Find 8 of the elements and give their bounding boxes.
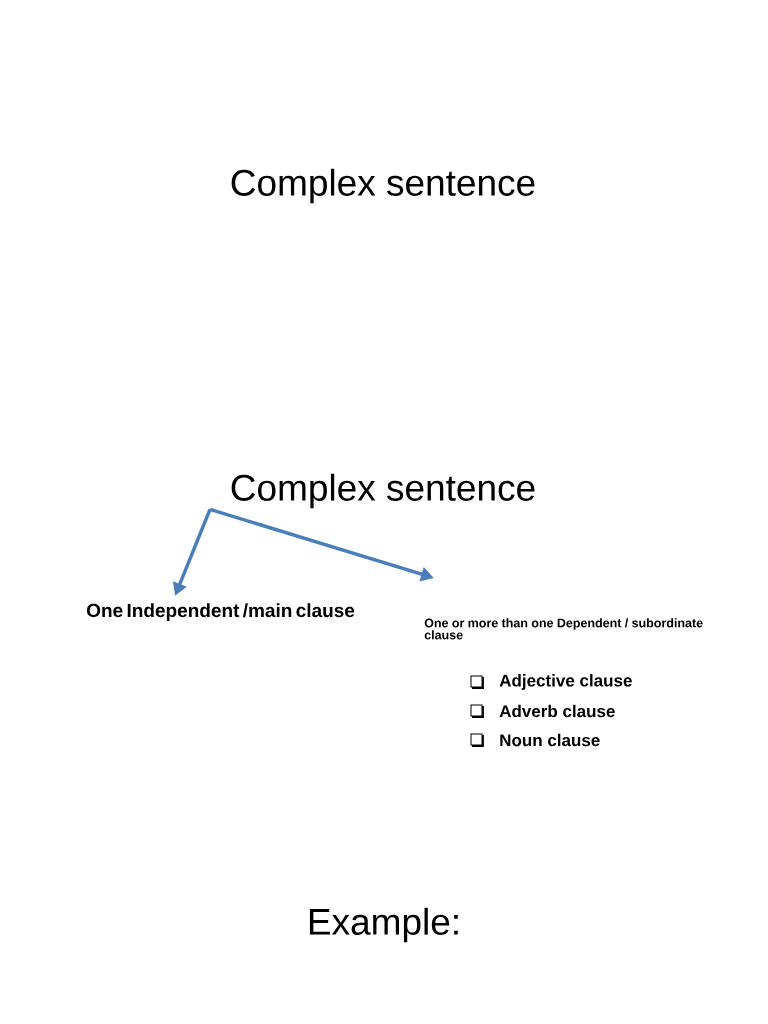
clause-text: One Independent /main clause	[87, 603, 355, 621]
list-item: Adverb clause	[499, 704, 615, 718]
clause-text: One or more than one Dependent / subordinate clause	[424, 618, 703, 640]
heading-text: Complex sentence	[231, 473, 535, 509]
list-item: Adjective clause	[499, 674, 632, 690]
heading-text: Example:	[309, 907, 458, 943]
list-item: Noun clause	[500, 733, 600, 747]
title: Complex sentence	[231, 168, 535, 204]
